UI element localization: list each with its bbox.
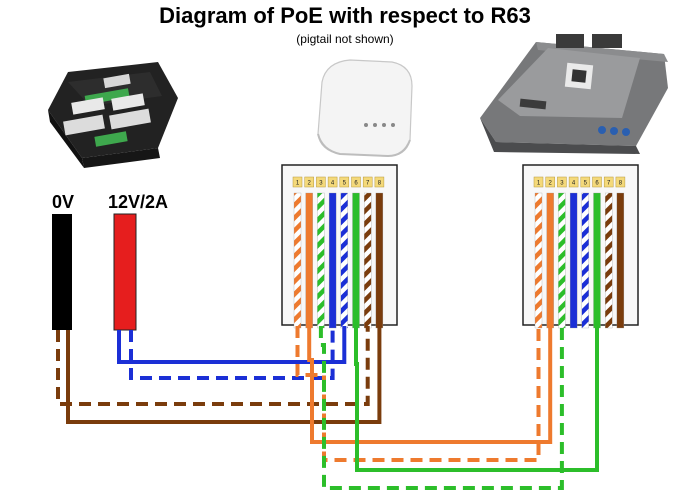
pin-l-4: 4 <box>327 176 338 188</box>
pin-number: 6 <box>354 181 358 187</box>
pin-number: 8 <box>619 181 623 187</box>
strand-l-green-white <box>317 192 325 329</box>
pin-l-3: 3 <box>316 176 326 188</box>
wire-0v-brown-dashed <box>56 326 370 406</box>
pin-number: 3 <box>560 181 564 187</box>
strand-r-brown <box>616 192 625 329</box>
pin-r-2: 2 <box>545 176 555 188</box>
pin-number: 1 <box>296 181 300 187</box>
wire-0v-brown-solid <box>66 326 382 424</box>
strand-l-orange <box>305 192 313 329</box>
diagram-title: Diagram of PoE with respect to R63 <box>159 3 531 28</box>
pin-r-5: 5 <box>580 176 591 188</box>
wire-orange-solid <box>307 326 553 444</box>
pin-l-6: 6 <box>351 176 361 188</box>
strand-l-orange-white <box>293 192 302 329</box>
pin-number: 2 <box>549 181 553 187</box>
pin-number: 3 <box>319 181 323 187</box>
wire-green-solid <box>354 326 599 472</box>
strand-r-blue-white <box>581 192 589 329</box>
strand-r-brown-white <box>605 192 613 329</box>
strand-l-green <box>352 192 360 329</box>
pin-number: 1 <box>537 181 541 187</box>
wireless-access-point-image <box>317 59 413 158</box>
ground-lead <box>52 214 72 330</box>
robot-controller-image <box>480 34 668 154</box>
strand-r-green-white <box>558 192 566 329</box>
strand-r-blue <box>569 192 578 329</box>
pin-l-8: 8 <box>374 176 385 188</box>
pin-number: 8 <box>378 181 382 187</box>
diagram-subtitle: (pigtail not shown) <box>296 32 394 46</box>
pin-l-2: 2 <box>304 176 314 188</box>
strand-l-brown <box>375 192 384 329</box>
pin-r-8: 8 <box>615 176 626 188</box>
pin-l-7: 7 <box>362 176 373 188</box>
strand-l-blue <box>328 192 337 329</box>
positive-lead <box>113 213 137 331</box>
pin-number: 7 <box>366 181 370 187</box>
pin-number: 4 <box>331 181 335 187</box>
strand-r-orange <box>546 192 554 329</box>
wire-orange-dashed <box>295 326 541 462</box>
strand-r-green <box>593 192 601 329</box>
pin-number: 6 <box>595 181 599 187</box>
wire-12v-blue-dashed <box>129 326 335 380</box>
pin-number: 4 <box>572 181 576 187</box>
pin-number: 5 <box>343 181 347 187</box>
pin-r-1: 1 <box>533 176 544 188</box>
pin-number: 7 <box>607 181 611 187</box>
pin-r-7: 7 <box>603 176 614 188</box>
ground-label: 0V <box>52 192 75 212</box>
pin-r-4: 4 <box>568 176 579 188</box>
strand-l-brown-white <box>364 192 372 329</box>
strand-r-orange-white <box>534 192 543 329</box>
pin-r-3: 3 <box>557 176 567 188</box>
pin-r-6: 6 <box>592 176 602 188</box>
pin-number: 2 <box>308 181 312 187</box>
power-distribution-module-image <box>48 62 178 168</box>
wire-12v-blue-solid <box>117 326 347 364</box>
strand-l-blue-white <box>340 192 348 329</box>
pin-l-5: 5 <box>339 176 350 188</box>
positive-label: 12V/2A <box>108 192 169 212</box>
pin-number: 5 <box>584 181 588 187</box>
pin-l-1: 1 <box>292 176 303 188</box>
